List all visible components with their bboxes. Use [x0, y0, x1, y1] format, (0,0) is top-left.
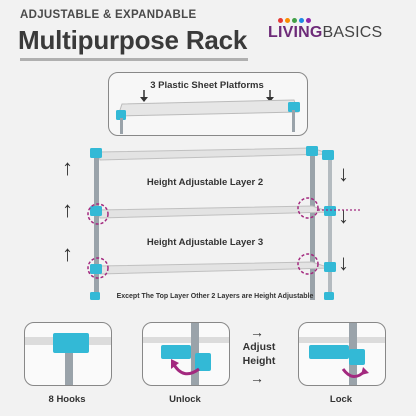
layer3-label: Height Adjustable Layer 3: [146, 237, 264, 248]
brand-name-main: LIVING: [268, 24, 323, 41]
brand-name: LIVINGBASICS: [268, 24, 382, 42]
arrow-right-icon: →: [250, 370, 264, 386]
lock-label: Lock: [329, 394, 353, 405]
unlock-thumbnail: [142, 322, 230, 386]
rack-illustration: [87, 146, 360, 300]
unlock-illustration: [143, 323, 229, 385]
hooks-thumbnail: [24, 322, 112, 386]
arrow-up-icon: ↑: [62, 241, 73, 266]
lock-illustration: [299, 323, 385, 385]
title-underline: [20, 58, 248, 61]
subtitle: ADJUSTABLE & EXPANDABLE: [20, 9, 197, 21]
brand-dots: [278, 18, 318, 24]
lock-thumbnail: [298, 322, 386, 386]
arrow-down-icon: ↓: [338, 203, 349, 228]
brand-name-secondary: BASICS: [322, 24, 383, 41]
arrow-down-icon: ↓: [338, 161, 349, 186]
platform-illustration: [116, 90, 300, 134]
arrow-right-icon: →: [250, 324, 264, 340]
unlock-label: Unlock: [169, 394, 201, 405]
platform-label: 3 Plastic Sheet Platforms: [150, 80, 264, 91]
hooks-label: 8 Hooks: [48, 394, 86, 405]
layer2-label: Height Adjustable Layer 2: [146, 177, 264, 188]
brand-logo: LIVINGBASICS: [268, 18, 408, 48]
arrow-up-icon: ↑: [62, 197, 73, 222]
arrow-down-icon: ↓: [338, 250, 349, 275]
arrow-up-icon: ↑: [62, 155, 73, 180]
page-title: Multipurpose Rack: [18, 25, 248, 55]
adjust-line1: Adjust: [242, 341, 276, 353]
adjustable-note: Except The Top Layer Other 2 Layers are …: [116, 293, 314, 300]
adjust-height-label: Adjust Height: [234, 340, 284, 368]
hook-illustration: [25, 333, 111, 385]
adjust-line2: Height: [242, 355, 276, 368]
